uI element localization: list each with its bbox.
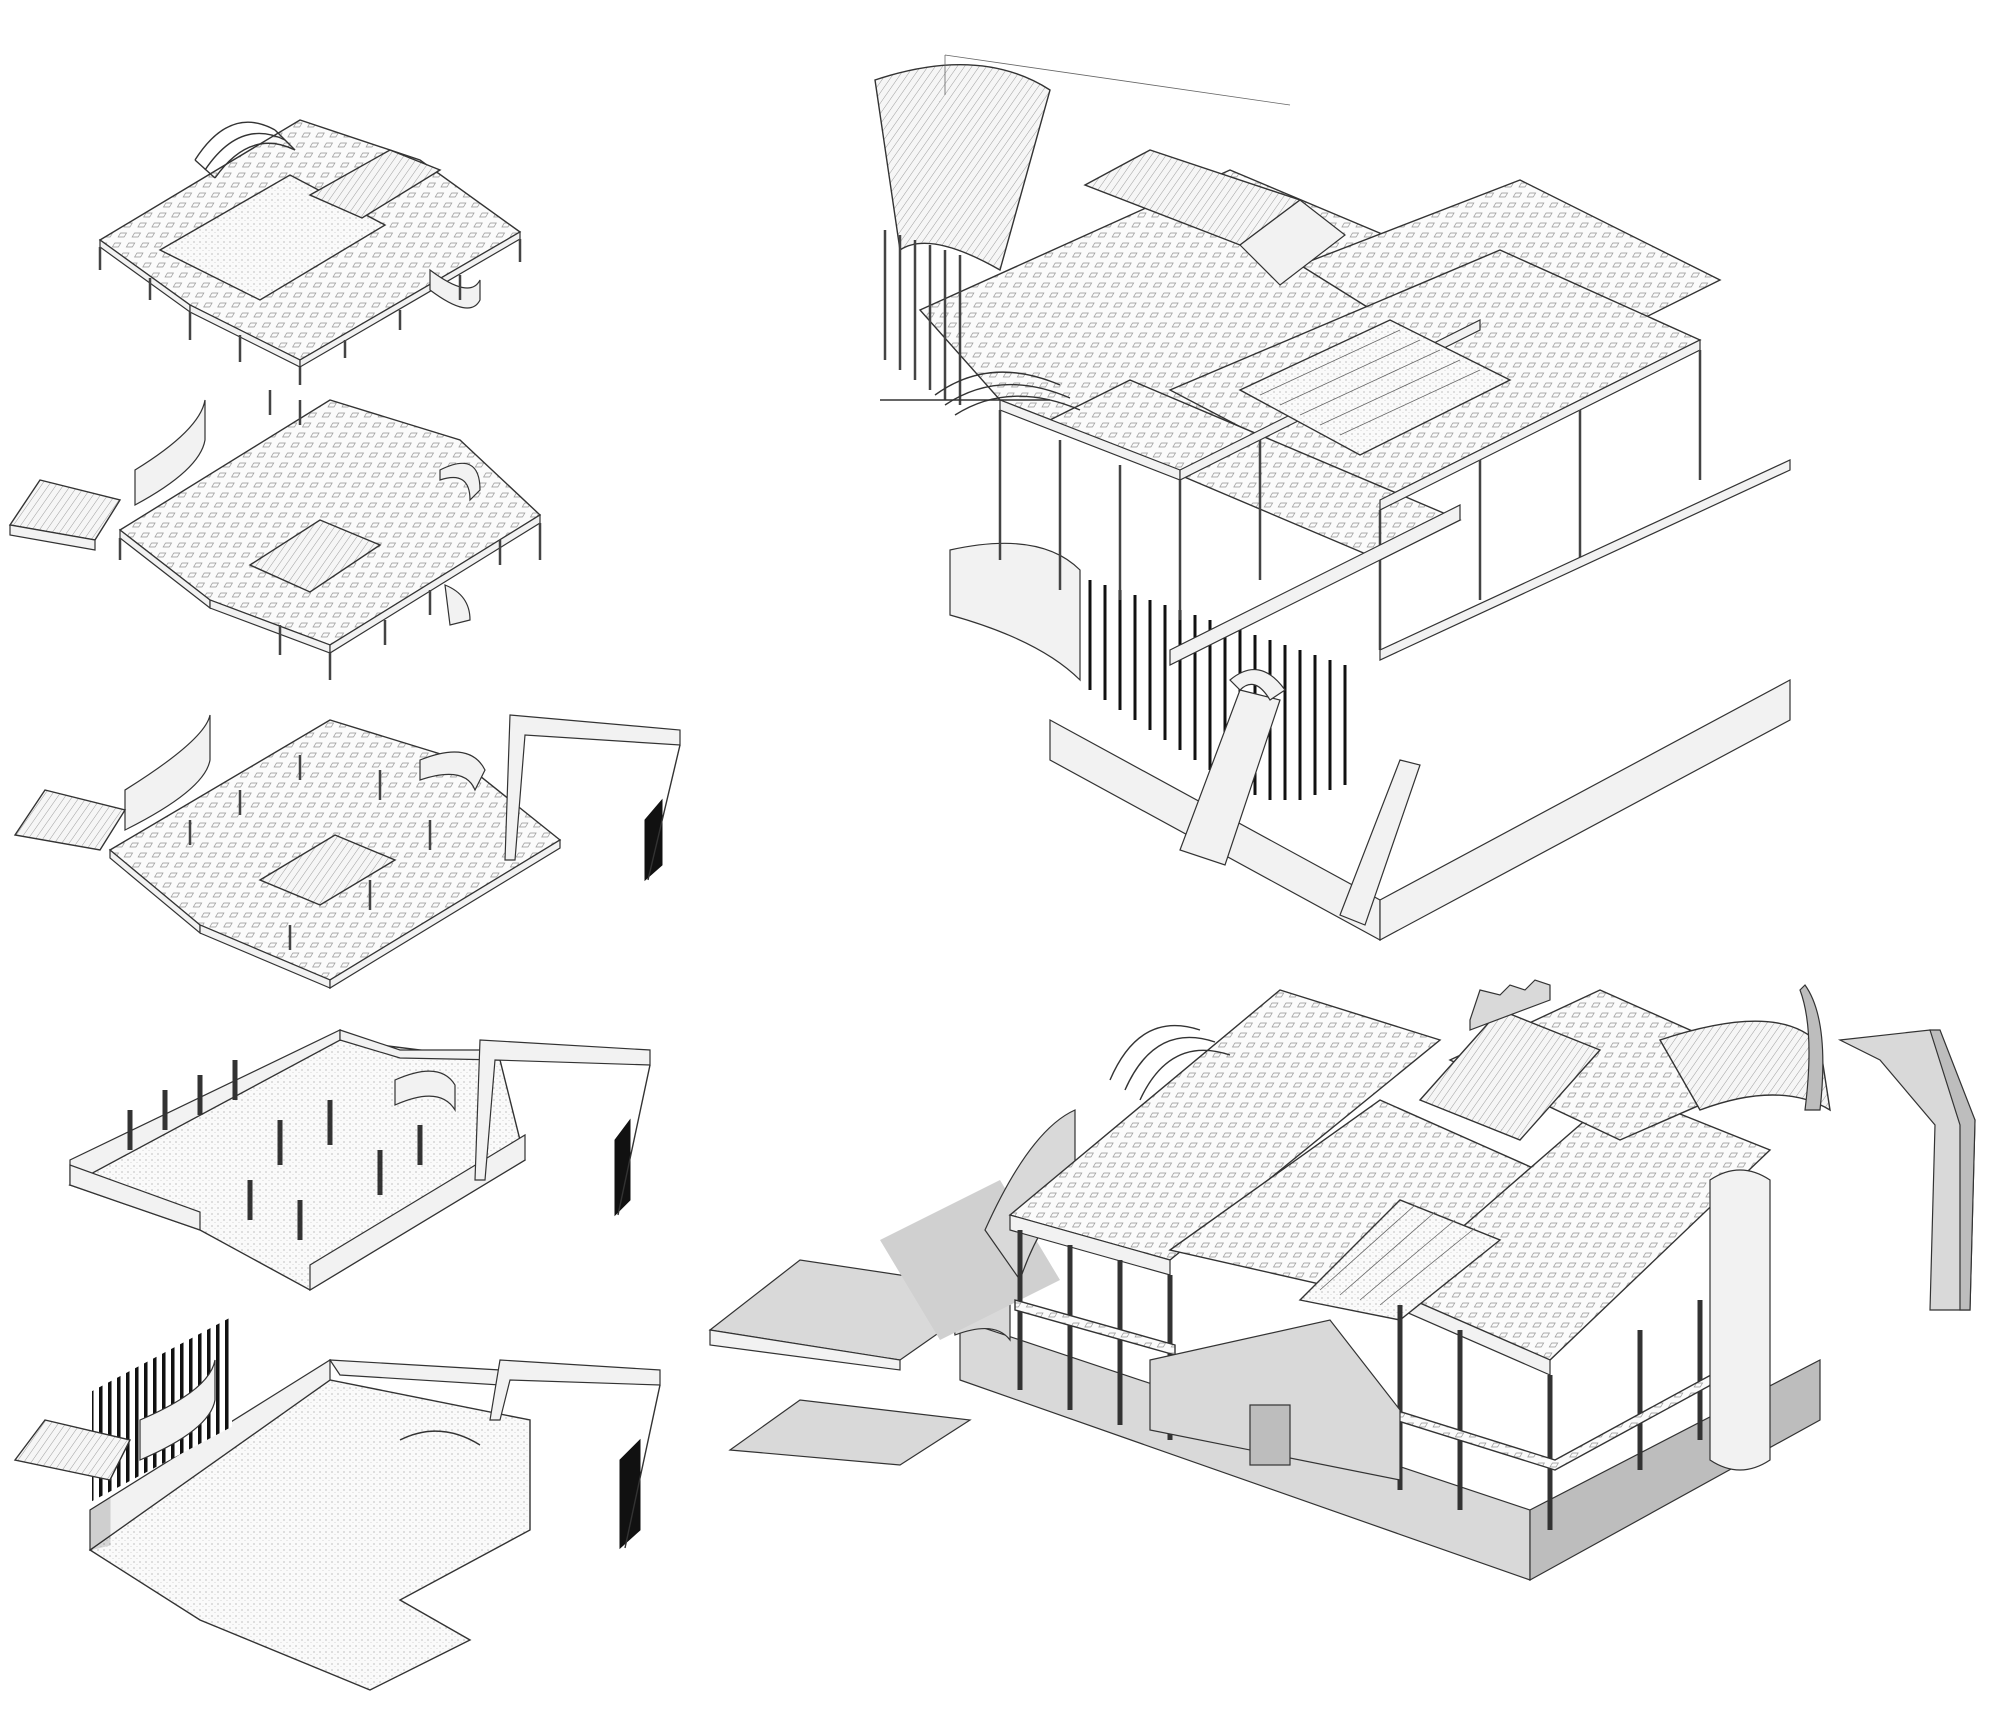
layer-upper-floor — [8, 390, 542, 680]
axonometric-line — [874, 54, 1791, 942]
middle-columns — [188, 755, 432, 950]
layer-roof — [98, 119, 522, 385]
upper-columns — [118, 390, 542, 680]
facade-columns — [998, 350, 1702, 650]
layer-ground-walls — [68, 1029, 651, 1292]
layer-base-plate — [13, 1316, 661, 1691]
courtyard-steps — [1259, 329, 1481, 436]
roof-columns — [98, 239, 522, 385]
axonometric-shaded — [708, 979, 1976, 1582]
base-fins — [92, 1316, 232, 1502]
ground-columns — [127, 1060, 423, 1240]
vault-frame — [194, 121, 296, 179]
layer-middle-floor — [13, 714, 681, 990]
shaded-steps — [1319, 1204, 1476, 1306]
